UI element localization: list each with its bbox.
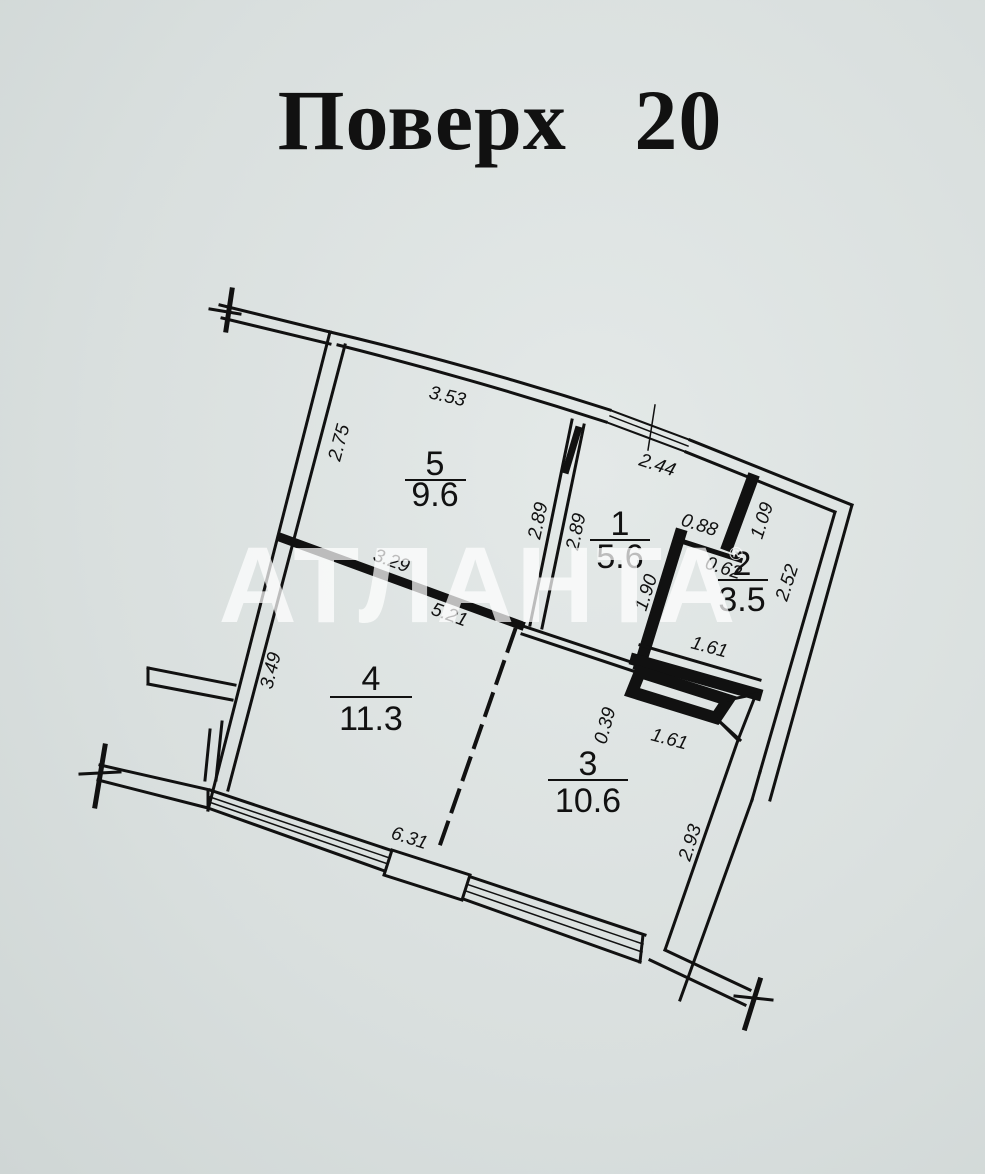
watermark: АТЛАНТА xyxy=(219,524,738,645)
wall-left xyxy=(206,330,332,812)
room-number: 4 xyxy=(362,660,381,698)
dim-room3-small: 0.39 xyxy=(591,705,621,747)
section-mark-bottom xyxy=(741,976,764,1032)
room-2: 2 3.5 xyxy=(718,545,768,619)
room-number: 5 xyxy=(426,445,445,483)
wall-right xyxy=(768,503,854,802)
wall-room2 xyxy=(720,472,760,553)
wall-stub-top xyxy=(218,303,332,334)
partition-5-4 xyxy=(276,532,526,631)
room-1: 1 5.6 xyxy=(590,505,650,576)
room-number: 2 xyxy=(733,545,752,583)
balcony-stub xyxy=(146,666,237,687)
zone-divider xyxy=(437,627,518,848)
wall-5-1 xyxy=(528,418,574,627)
room-number: 3 xyxy=(579,745,598,783)
dim-top-room5: 3.53 xyxy=(427,382,468,411)
section-mark-left xyxy=(92,743,108,809)
dim-left-room5: 2.75 xyxy=(324,422,354,465)
dim-room3-top: 1.61 xyxy=(649,725,690,755)
watermark-registered-mark: ® xyxy=(727,544,745,565)
room-5: 5 9.6 xyxy=(405,445,466,514)
dim-room2-right-top: 1.09 xyxy=(747,499,779,541)
room-area: 9.6 xyxy=(411,476,458,514)
section-mark-top xyxy=(223,287,235,333)
room-area: 11.3 xyxy=(339,700,403,738)
bottom-door-block xyxy=(382,848,472,902)
floor-title: Поверх 20 xyxy=(0,70,985,170)
dim-room2-right: 2.52 xyxy=(771,561,803,604)
wall-top xyxy=(328,330,612,412)
room-area: 5.6 xyxy=(596,538,643,576)
dim-room4-left: 3.49 xyxy=(256,650,285,691)
room-area: 3.5 xyxy=(718,581,765,619)
room-4: 4 11.3 xyxy=(330,660,412,738)
room-3: 3 10.6 xyxy=(548,745,628,820)
floor-number: 20 xyxy=(634,72,723,168)
storage-block xyxy=(624,664,738,726)
wall-top-right xyxy=(688,438,854,507)
room-number: 1 xyxy=(611,505,630,543)
wall-stub-bottom xyxy=(663,948,752,992)
dim-top-room1: 2.44 xyxy=(636,449,679,481)
floor-label: Поверх xyxy=(277,72,567,168)
room-area: 10.6 xyxy=(555,782,621,820)
